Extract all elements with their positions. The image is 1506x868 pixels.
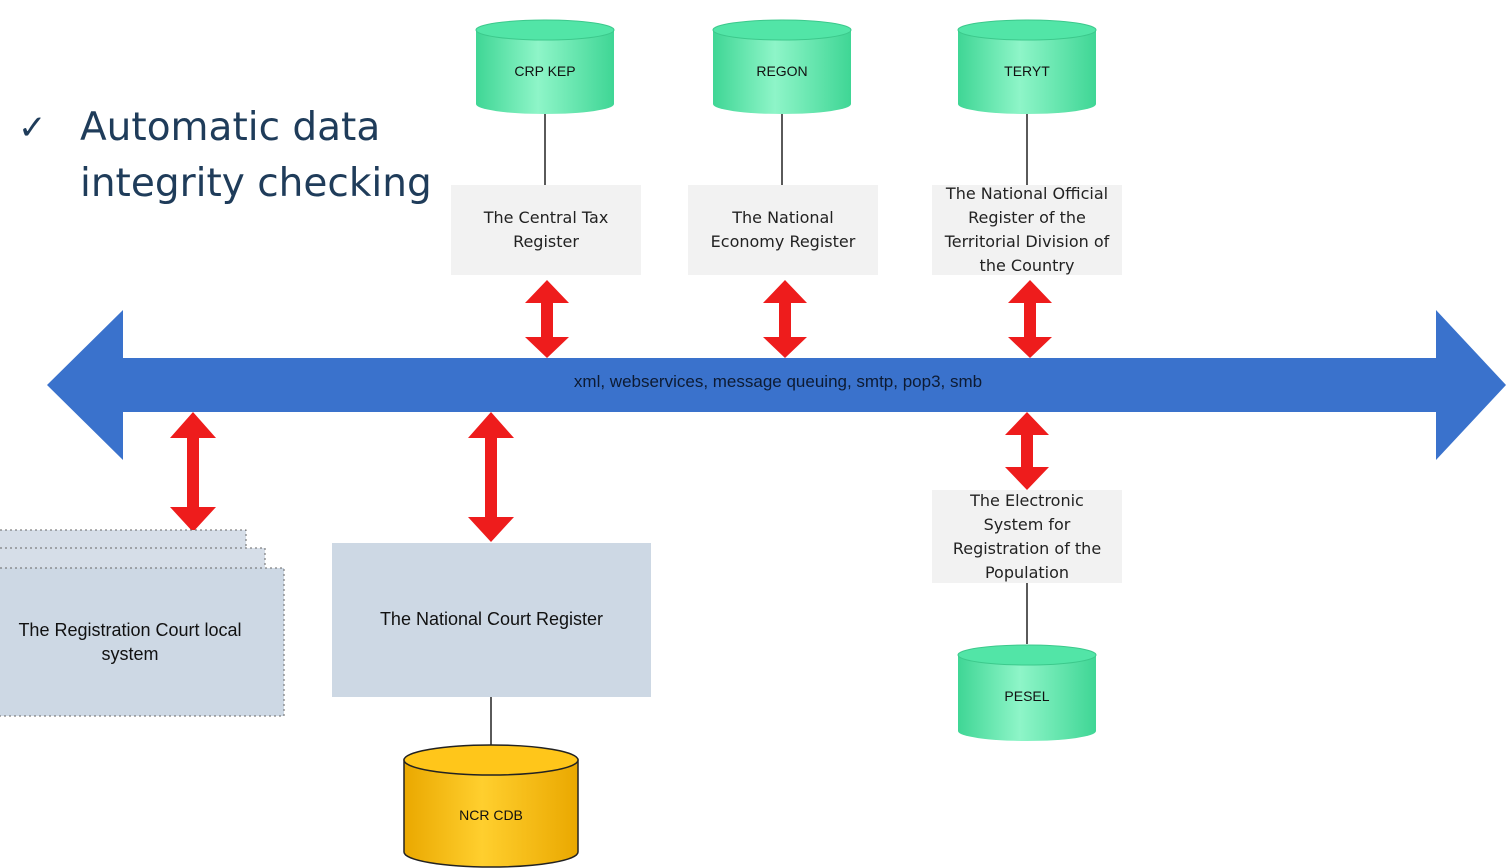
register-population-label: The Electronic System for Registration o…: [952, 490, 1102, 582]
db-label-crp-kep: CRP KEP: [514, 63, 576, 79]
database-cylinder-ncr-cdb: [403, 744, 579, 868]
bus-label: xml, webservices, message queuing, smtp,…: [573, 372, 983, 391]
system-local-court-label: The Registration Court local system: [18, 620, 242, 664]
database-cylinder-crp-kep: [475, 19, 615, 114]
register-national-economy-label: The National Economy Register: [710, 208, 856, 251]
double-arrow-local-court: [170, 412, 216, 532]
db-label-teryt: TERYT: [1004, 63, 1050, 79]
register-territorial-division: The National Official Register of the Te…: [932, 184, 1122, 275]
database-cylinder-pesel: [957, 644, 1097, 741]
double-arrow-regon: [763, 280, 807, 358]
system-local-court: The Registration Court local system: [0, 568, 260, 716]
double-arrow-pesel: [1005, 412, 1049, 490]
checkmark-icon: ✓: [18, 108, 47, 148]
database-cylinder-teryt: [957, 19, 1097, 114]
bullet-text: Automatic data integrity checking: [80, 105, 432, 206]
data-bus-arrow: [47, 310, 1506, 460]
register-national-economy: The National Economy Register: [688, 185, 878, 275]
double-arrow-teryt: [1008, 280, 1052, 358]
db-label-pesel: PESEL: [1004, 688, 1050, 704]
database-cylinder-regon: [712, 19, 852, 114]
register-population: The Electronic System for Registration o…: [932, 490, 1122, 583]
double-arrow-crp-kep: [525, 280, 569, 358]
db-label-ncr-cdb: NCR CDB: [459, 807, 523, 823]
system-national-court: The National Court Register: [332, 543, 651, 697]
db-label-regon: REGON: [756, 63, 808, 79]
double-arrow-national-court: [468, 412, 514, 542]
system-national-court-label: The National Court Register: [379, 609, 604, 629]
register-central-tax: The Central Tax Register: [451, 185, 641, 275]
register-territorial-division-label: The National Official Register of the Te…: [944, 184, 1110, 275]
local-court-stack: [0, 529, 285, 717]
register-central-tax-label: The Central Tax Register: [483, 208, 609, 251]
